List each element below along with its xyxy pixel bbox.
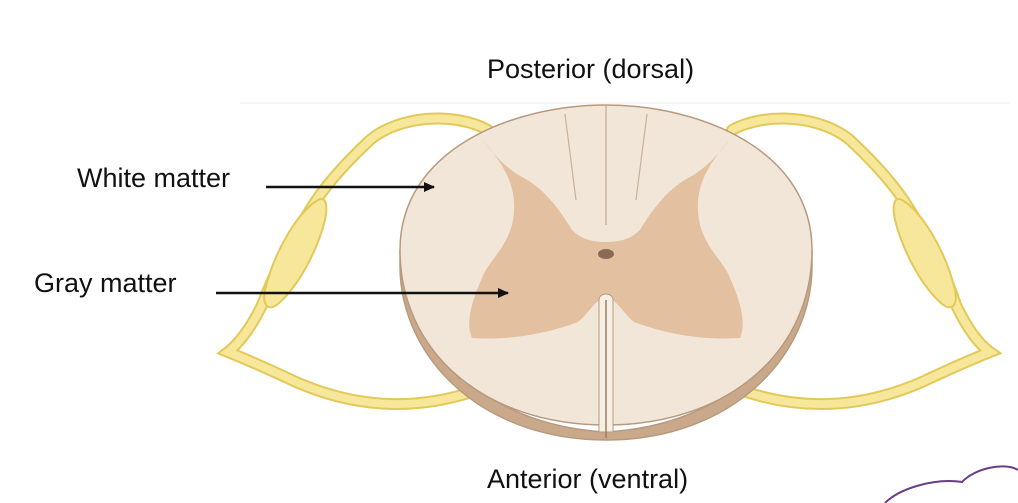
label-gray-matter: Gray matter bbox=[34, 268, 177, 298]
central-canal bbox=[598, 249, 614, 259]
right-nerve-root bbox=[728, 114, 999, 409]
right-spinal-nerve bbox=[726, 112, 1003, 411]
corner-cloud-decoration bbox=[884, 465, 1018, 503]
gray-matter-region bbox=[469, 140, 743, 339]
right-dorsal-root-ganglion bbox=[892, 198, 957, 309]
label-anterior-ventral: Anterior (ventral) bbox=[487, 464, 689, 494]
left-spinal-nerve bbox=[216, 112, 494, 411]
label-white-matter: White matter bbox=[77, 163, 231, 193]
label-posterior-dorsal: Posterior (dorsal) bbox=[487, 54, 695, 84]
left-nerve-root bbox=[220, 114, 492, 409]
left-dorsal-column-line bbox=[564, 113, 577, 201]
right-dorsal-column-line bbox=[635, 113, 648, 201]
left-dorsal-root-ganglion bbox=[263, 198, 328, 309]
